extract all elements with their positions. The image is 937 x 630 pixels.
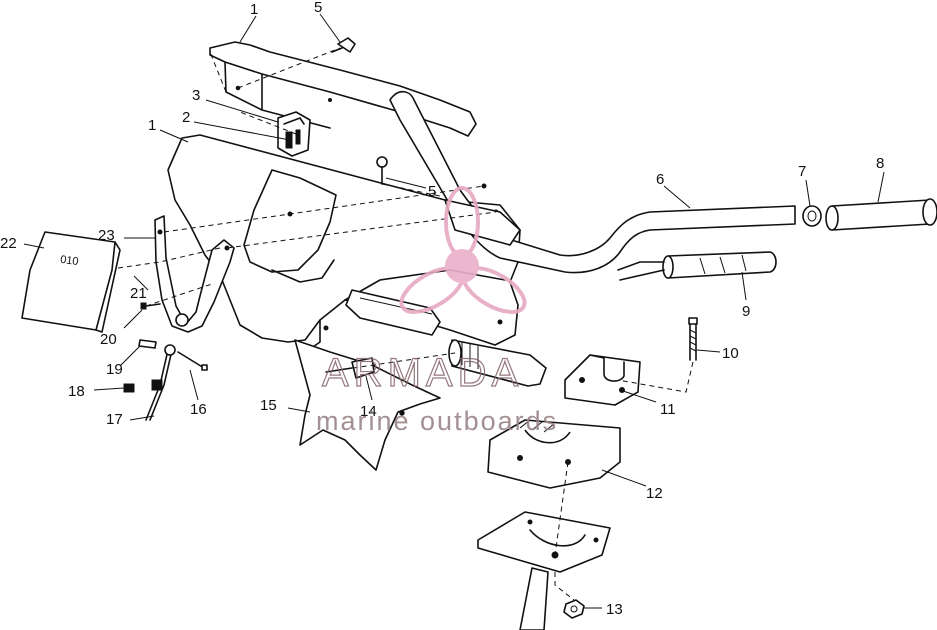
callout-11: 11 — [660, 401, 676, 418]
part-6-handlebar — [389, 90, 796, 274]
part-3-switch — [277, 111, 311, 157]
callout-17: 17 — [106, 411, 123, 428]
callout-9: 9 — [742, 303, 750, 320]
callout-13: 13 — [606, 601, 623, 618]
part-5-screw-lower — [376, 156, 388, 185]
callout-3: 3 — [192, 87, 200, 104]
watermark-brand: ARMADA — [322, 351, 523, 395]
callout-1: 1 — [148, 117, 156, 134]
part-19-pin — [138, 339, 176, 356]
callout-2: 2 — [182, 109, 190, 126]
callout-leaders — [23, 13, 885, 609]
part-13-nut — [563, 599, 585, 619]
assembly-lines — [117, 47, 694, 601]
part-10-bolt — [688, 317, 698, 361]
callout-21: 21 — [130, 285, 147, 302]
callout-10: 10 — [722, 345, 739, 362]
part-11-upper-clamp — [564, 354, 641, 406]
callout-23: 23 — [98, 227, 115, 244]
part-18-connector — [123, 379, 163, 393]
callout-7: 7 — [798, 163, 806, 180]
callout-14: 14 — [360, 403, 377, 420]
callout-19: 19 — [106, 361, 123, 378]
callout-8: 8 — [876, 155, 884, 172]
steering-post-plate — [477, 511, 611, 630]
callout-22: 22 — [0, 235, 17, 252]
callout-18: 18 — [68, 383, 85, 400]
callout-5-upper: 5 — [314, 0, 322, 16]
callout-16: 16 — [190, 401, 207, 418]
callout-labels: 1 5 3 2 1 5 6 7 8 9 10 11 12 13 14 15 16… — [0, 0, 884, 618]
callout-12: 12 — [646, 485, 663, 502]
callout-20: 20 — [100, 331, 117, 348]
decal-text: 010 — [59, 254, 79, 268]
part-15-lower-shroud — [294, 339, 441, 471]
callout-15: 15 — [260, 397, 277, 414]
part-5-screw-upper — [331, 37, 356, 53]
propeller-logo-icon — [399, 186, 527, 314]
watermark: ARMADA marine outboards — [316, 186, 558, 436]
callout-6: 6 — [656, 171, 664, 188]
part-16-screw — [177, 351, 208, 371]
part-23-bracket — [154, 215, 235, 333]
part-22-decal-plate: 010 — [21, 231, 121, 333]
callout-4: 1 — [250, 1, 258, 18]
part-8-grip — [825, 198, 937, 231]
part-20-screw — [140, 302, 161, 310]
watermark-tagline: marine outboards — [316, 406, 558, 436]
part-4-upper-cover — [209, 41, 477, 137]
part-9-heated-grip — [617, 251, 777, 281]
callout-5-lower: 5 — [428, 183, 436, 200]
part-12-lower-clamp — [487, 419, 621, 489]
part-7-end-cap — [802, 205, 822, 227]
